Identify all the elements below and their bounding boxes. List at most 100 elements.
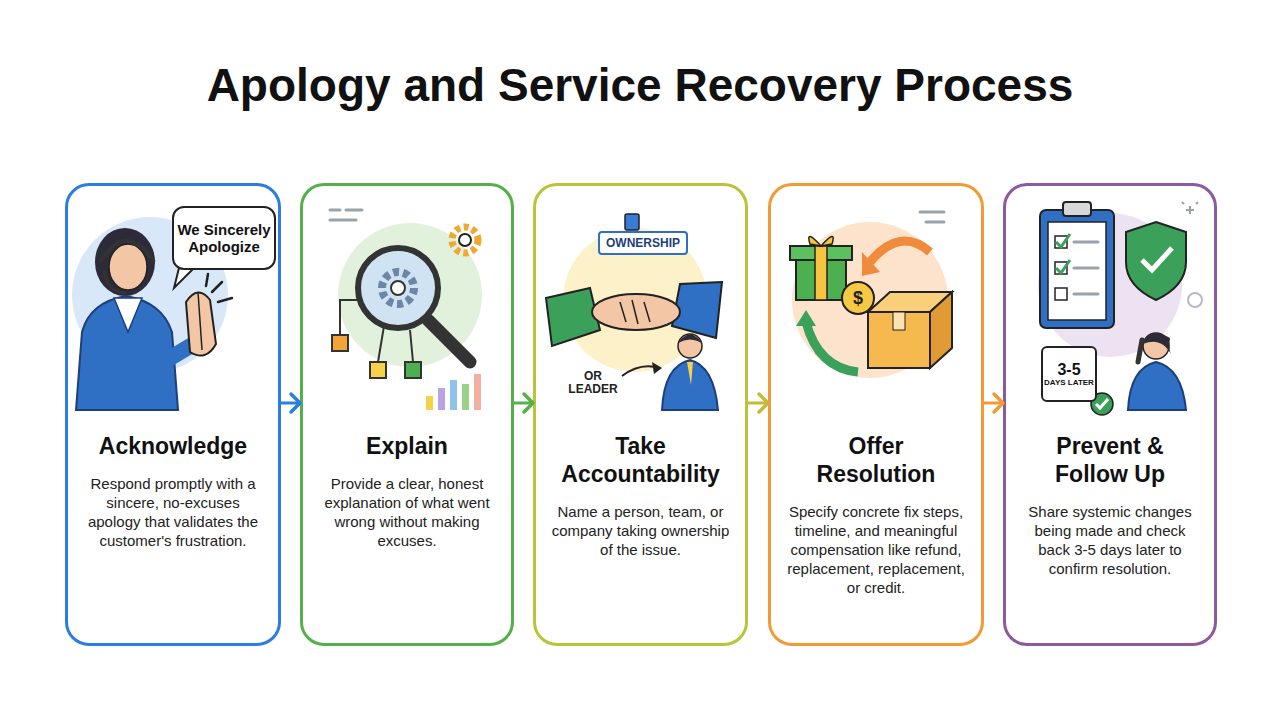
followup-illustration bbox=[1038, 202, 1202, 415]
flow-square bbox=[405, 362, 421, 378]
name-badge: OWNERSHIP bbox=[598, 231, 688, 255]
agent-arm bbox=[150, 345, 192, 370]
bar bbox=[450, 380, 457, 410]
coin bbox=[842, 282, 874, 314]
panel-text: Prevent & Follow Up Share systemic change… bbox=[1006, 432, 1214, 578]
gift-ribbon bbox=[815, 246, 827, 300]
caller-body bbox=[1128, 362, 1186, 410]
bar bbox=[438, 388, 445, 410]
box-front bbox=[868, 312, 930, 368]
gift-bow bbox=[809, 236, 833, 246]
bubble-text: We Sincerely Apologize bbox=[174, 221, 274, 255]
arrow-line bbox=[514, 402, 533, 405]
step-panel: Offer ResolutionSpecify concrete fix ste… bbox=[768, 183, 984, 646]
magnifier-lens bbox=[358, 248, 438, 328]
diagram-title: Apology and Service Recovery Process bbox=[0, 58, 1280, 112]
bar bbox=[426, 396, 433, 410]
backdrop-circle bbox=[338, 223, 482, 367]
caller-phone bbox=[1138, 340, 1142, 362]
shield bbox=[1126, 222, 1186, 300]
caller-hair bbox=[1143, 333, 1172, 356]
box-side bbox=[930, 292, 952, 368]
headset-band bbox=[100, 241, 154, 262]
flow-arrow bbox=[984, 394, 1003, 412]
leader-hair bbox=[678, 335, 702, 344]
bar bbox=[474, 374, 481, 410]
agent-hair bbox=[95, 228, 155, 296]
agent-body bbox=[76, 296, 178, 410]
done-check bbox=[1096, 399, 1108, 408]
hands-split bbox=[198, 292, 202, 350]
finger-lines bbox=[620, 300, 650, 324]
lens-gear bbox=[382, 272, 414, 304]
speech-bubble: We Sincerely Apologize bbox=[172, 206, 276, 270]
checkmarks bbox=[1056, 234, 1070, 273]
illustration-label: OR LEADER bbox=[568, 370, 618, 396]
sparkle bbox=[1182, 202, 1198, 214]
leader-tie bbox=[687, 362, 693, 385]
arrowhead bbox=[524, 394, 533, 412]
deco-lines bbox=[920, 212, 944, 222]
deco-lines bbox=[330, 210, 362, 220]
step-description: Specify concrete fix steps, timeline, an… bbox=[783, 502, 969, 597]
pointer-arrowhead bbox=[652, 362, 662, 374]
clipboard-clip bbox=[1063, 202, 1091, 216]
analysis-illustration bbox=[330, 210, 482, 410]
calendar-text: 3-5 bbox=[1057, 361, 1080, 378]
arrow-line bbox=[984, 402, 1003, 405]
swap-arrowhead bbox=[796, 310, 816, 326]
step-description: Provide a clear, honest explanation of w… bbox=[314, 474, 500, 550]
step-heading: Explain bbox=[366, 432, 448, 460]
step-panel: Take AccountabilityName a person, team, … bbox=[533, 183, 748, 646]
badge-clip bbox=[625, 214, 639, 230]
flow-arrow bbox=[748, 394, 768, 412]
panel-text: ExplainProvide a clear, honest explanati… bbox=[303, 432, 511, 550]
gear-hub bbox=[459, 234, 471, 246]
checkbox bbox=[1055, 288, 1067, 300]
illustration-label: $ bbox=[848, 287, 868, 309]
step-heading: Take Accountability bbox=[555, 432, 727, 488]
panel-text: AcknowledgeRespond promptly with a since… bbox=[68, 432, 278, 550]
badge-text: OWNERSHIP bbox=[606, 236, 680, 250]
arrowhead bbox=[994, 394, 1003, 412]
arrow-line bbox=[748, 402, 768, 405]
arrowhead bbox=[291, 394, 300, 412]
swap-arrowhead bbox=[862, 252, 880, 276]
clipboard bbox=[1040, 210, 1114, 328]
magnifier-handle bbox=[428, 320, 470, 362]
leader-head bbox=[678, 334, 702, 358]
step-description: Respond promptly with a sincere, no-excu… bbox=[80, 474, 266, 550]
panel-text: Offer ResolutionSpecify concrete fix ste… bbox=[771, 432, 981, 597]
agent-face bbox=[109, 244, 147, 290]
panel-text: Take AccountabilityName a person, team, … bbox=[536, 432, 745, 559]
praying-hands bbox=[186, 292, 216, 355]
flow-square bbox=[332, 335, 348, 351]
gear-icon bbox=[452, 227, 478, 253]
clipboard-paper bbox=[1048, 222, 1106, 320]
box-tape bbox=[893, 312, 905, 330]
ownership-illustration bbox=[546, 214, 722, 410]
flow-arrow bbox=[281, 394, 300, 412]
swap-arrow-bottom bbox=[806, 322, 858, 372]
calendar-icon: 3-5DAYS LATER bbox=[1041, 346, 1097, 402]
step-heading: Acknowledge bbox=[99, 432, 247, 460]
step-panel: Prevent & Follow Up Share systemic change… bbox=[1003, 183, 1217, 646]
agent-shirt bbox=[114, 298, 142, 332]
step-description: Name a person, team, or company taking o… bbox=[548, 502, 734, 559]
step-panel: AcknowledgeRespond promptly with a since… bbox=[65, 183, 281, 646]
swap-arrow-top bbox=[870, 241, 930, 262]
flow-square bbox=[370, 362, 386, 378]
leader-body bbox=[662, 360, 718, 410]
shaking-hands bbox=[592, 294, 680, 330]
checklist-lines bbox=[1074, 242, 1098, 294]
headset-mic bbox=[104, 270, 126, 293]
flow-arrow bbox=[514, 394, 533, 412]
left-sleeve bbox=[546, 288, 600, 346]
shield-check bbox=[1142, 248, 1172, 270]
step-panel: ExplainProvide a clear, honest explanati… bbox=[300, 183, 514, 646]
step-heading: Prevent & Follow Up bbox=[1024, 432, 1196, 488]
calendar-text: DAYS LATER bbox=[1044, 378, 1094, 387]
arrowhead bbox=[759, 394, 768, 412]
sparkle-lines bbox=[206, 274, 232, 302]
step-description: Share systemic changes being made and ch… bbox=[1017, 502, 1203, 578]
